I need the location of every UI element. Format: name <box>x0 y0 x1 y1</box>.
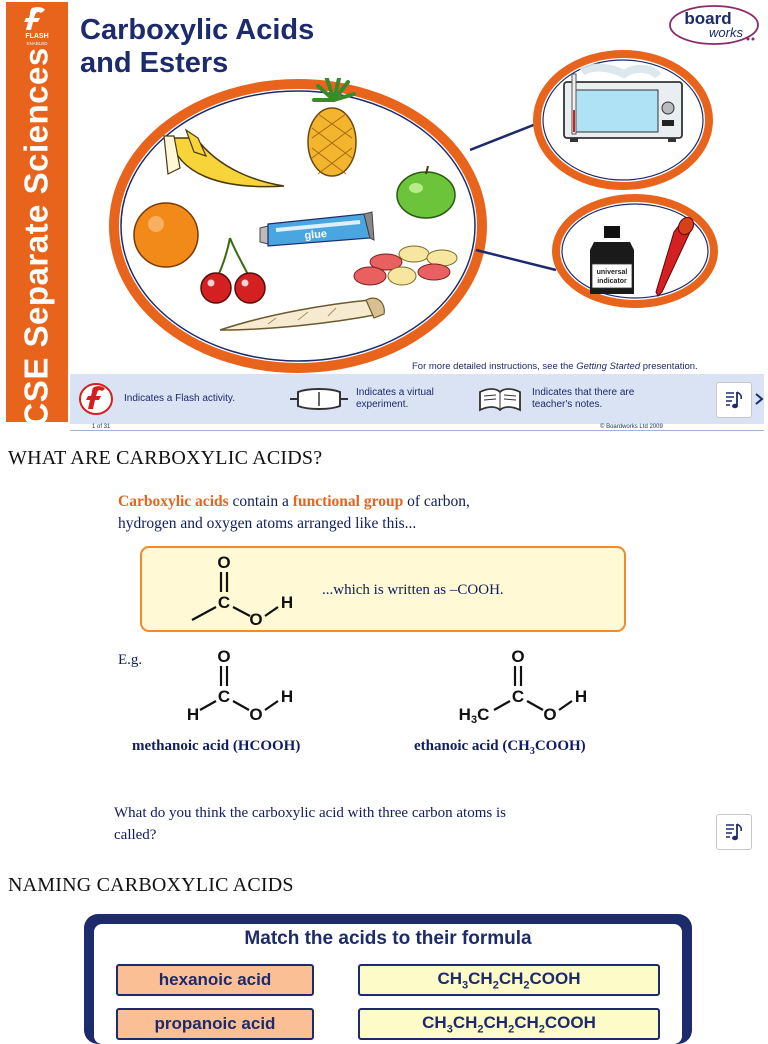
intro-line2: hydrogen and oxygen atoms arranged like … <box>118 515 417 532</box>
boardworks-logo: board works <box>668 4 760 46</box>
legend-footer: Indicates a Flash activity. Indicates a … <box>70 374 764 424</box>
slide-title-line2: and Esters <box>80 47 229 79</box>
sound-button[interactable] <box>716 382 752 418</box>
logo-line1: board <box>684 9 731 28</box>
atom-h-left: H <box>187 705 199 724</box>
goggles-icon <box>290 388 348 410</box>
flash-activity-icon <box>79 383 113 415</box>
atom-o-double: O <box>217 647 230 666</box>
virtual-experiment-legend: Indicates a virtual experiment. <box>356 387 434 411</box>
indicator-bottle-icon: universal indicator <box>590 226 634 294</box>
side-banner-text-wrap: GCSE Separate Sciences <box>6 47 68 452</box>
logo-line2: works <box>709 25 743 40</box>
instructions-note: For more detailed instructions, see the … <box>412 361 698 372</box>
matching-activity-title: Match the acids to their formula <box>244 928 532 949</box>
acid-card-propanoic[interactable]: propanoic acid <box>116 1008 314 1040</box>
ethanoic-acid-structure: O C H3C O H <box>459 647 587 724</box>
intro-text: Carboxylic acids contain a functional gr… <box>118 491 470 535</box>
question-text: What do you think the carboxylic acid wi… <box>114 802 506 846</box>
ethanoic-acid-label: ethanoic acid (CH3COOH) <box>414 738 586 757</box>
question-line2: called? <box>114 827 157 843</box>
title-slide: GCSE Separate Sciences FLASH ENABLED Car… <box>0 0 768 453</box>
notes-book-icon <box>479 388 521 412</box>
eg-label: E.g. <box>118 652 143 668</box>
slide-title-line1: Carboxylic Acids <box>80 14 315 46</box>
side-banner <box>6 2 68 422</box>
instructions-suffix: presentation. <box>640 361 698 372</box>
question-line1: What do you think the carboxylic acid wi… <box>114 805 506 821</box>
flash-badge-line1: FLASH <box>25 33 48 40</box>
methanoic-acid-label: methanoic acid (HCOOH) <box>132 738 301 754</box>
formula-card-1[interactable]: CH3CH2CH2COOH <box>358 964 660 996</box>
footer-rule <box>70 430 764 431</box>
atom-o-double: O <box>217 553 230 572</box>
written-as-text: ...which is written as –COOH. <box>322 582 504 598</box>
flash-activity-legend: Indicates a Flash activity. <box>124 393 235 404</box>
dropper-icon <box>655 216 695 297</box>
food-illustration: glue <box>109 78 487 373</box>
orange-icon <box>133 202 199 268</box>
indicator-label-line2: indicator <box>597 278 627 285</box>
atom-o-single: O <box>249 705 262 724</box>
term-carboxylic-acids: Carboxylic acids <box>118 493 229 510</box>
sound-icon <box>726 823 742 841</box>
virtual-legend-line2: experiment. <box>356 399 409 410</box>
parsnip-icon <box>219 297 385 331</box>
section-heading-what-are: WHAT ARE CARBOXYLIC ACIDS? <box>8 447 323 469</box>
connector-lines <box>470 122 557 272</box>
flash-enabled-badge: FLASH ENABLED <box>14 4 60 48</box>
sound-button-2[interactable] <box>716 814 752 850</box>
intro-line1: Carboxylic acids contain a functional gr… <box>118 493 470 510</box>
apple-icon <box>396 165 456 219</box>
atom-c: C <box>512 687 524 706</box>
instructions-prefix: For more detailed instructions, see the <box>412 361 577 372</box>
sweets-icon <box>353 245 458 286</box>
sound-icon <box>726 391 742 409</box>
banana-icon <box>163 128 285 188</box>
glue-tube-icon: glue <box>259 211 375 247</box>
atom-c: C <box>218 687 230 706</box>
water-bath-illustration <box>533 50 713 190</box>
acid-card-hexanoic[interactable]: hexanoic acid <box>116 964 314 996</box>
slide-title: Carboxylic Acids and Esters <box>80 14 314 80</box>
cherries-icon <box>200 237 266 304</box>
indicator-label-line1: universal <box>597 269 628 276</box>
teacher-notes-legend: Indicates that there are teacher's notes… <box>532 387 634 411</box>
notes-legend-line2: teacher's notes. <box>532 399 603 410</box>
notes-legend-line1: Indicates that there are <box>532 387 635 398</box>
slide-number: 1 of 31 <box>92 424 111 430</box>
flash-badge-line2: ENABLED <box>26 41 48 46</box>
section-heading-naming: NAMING CARBOXYLIC ACIDS <box>8 874 294 896</box>
formula-text-1: CH3CH2CH2COOH <box>437 968 581 992</box>
getting-started-link[interactable]: Getting Started <box>576 361 641 372</box>
formula-card-2[interactable]: CH3CH2CH2CH2COOH <box>358 1008 660 1040</box>
side-banner-text: GCSE Separate Sciences <box>18 47 55 453</box>
indicator-illustration: universal indicator <box>552 194 718 308</box>
atom-h: H <box>575 687 587 706</box>
atom-c: C <box>218 593 230 612</box>
virtual-legend-line1: Indicates a virtual <box>356 387 434 398</box>
cooh-structure: O C O H <box>191 553 293 629</box>
methanoic-acid-structure: O C H O H <box>187 647 293 724</box>
term-functional-group: functional group <box>292 493 404 510</box>
atom-h-right: H <box>281 687 293 706</box>
atom-h: H <box>281 593 293 612</box>
next-arrow-icon[interactable] <box>754 392 764 406</box>
copyright: © Boardworks Ltd 2009 <box>600 424 663 430</box>
pineapple-icon <box>307 78 357 177</box>
atom-o-single: O <box>249 610 262 629</box>
atom-h3c: H3C <box>459 705 490 724</box>
atom-o-double: O <box>511 647 524 666</box>
water-bath-icon <box>563 63 683 142</box>
atom-o-single: O <box>543 705 556 724</box>
glue-label: glue <box>304 228 328 242</box>
